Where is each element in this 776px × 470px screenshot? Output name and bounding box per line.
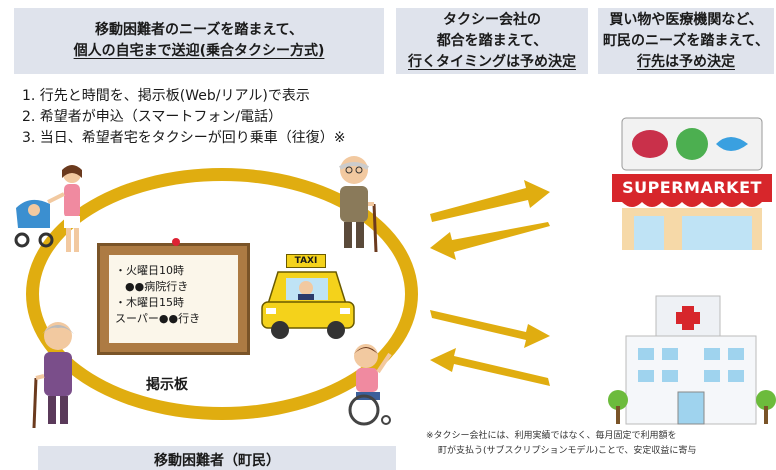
note-line: ※タクシー会社には、利用実績ではなく、毎月固定で利用額を — [426, 431, 677, 441]
mother-stroller-icon — [14, 165, 82, 252]
hospital-icon — [608, 295, 776, 425]
elderly-woman-cane-icon — [32, 322, 74, 429]
pin-icon — [172, 238, 180, 246]
header-right-line2: 町民のニーズを踏まえて、 — [603, 32, 769, 49]
step-item: 1. 行先と時間を、掲示板(Web/リアル)で表示 — [22, 88, 310, 104]
header-left-line1: 移動困難者のニーズを踏まえて、 — [95, 22, 303, 38]
wheelchair-user-icon — [348, 344, 392, 426]
steps-list: 1. 行先と時間を、掲示板(Web/リアル)で表示 2. 希望者が申込（スマート… — [22, 86, 346, 149]
arrow-upper-to-store-icon — [430, 180, 550, 222]
taxi-sign: TAXI — [286, 254, 326, 268]
note-line: 町が支払う(サブスクリプションモデル)ことで、安定収益に寄与 — [438, 446, 697, 456]
arrow-lower-return-icon — [430, 348, 550, 386]
arrow-lower-to-hospital-icon — [430, 310, 550, 348]
header-right-line1: 買い物や医療機関など、 — [609, 11, 763, 28]
footer-label: 移動困難者（町民） — [38, 446, 396, 470]
step-item: 3. 当日、希望者宅をタクシーが回り乗車（往復）※ — [22, 130, 346, 146]
header-mid-line3: 行くタイミングは予め決定 — [408, 53, 576, 70]
header-timing: タクシー会社の 都合を踏まえて、 行くタイミングは予め決定 — [396, 8, 588, 74]
header-left-line2: 個人の自宅まで送迎(乗合タクシー方式) — [73, 43, 325, 59]
taxi-icon — [261, 271, 355, 339]
header-mid-line1: タクシー会社の — [443, 11, 541, 28]
board-line: ・木曜日15時 — [115, 296, 184, 309]
header-right-line3: 行先は予め決定 — [637, 53, 735, 70]
step-item: 2. 希望者が申込（スマートフォン/電話） — [22, 109, 283, 125]
supermarket-sign: SUPERMARKET — [612, 174, 772, 202]
board-line: ●●病院行き — [125, 280, 189, 293]
header-mid-line2: 都合を踏まえて、 — [436, 32, 548, 49]
header-destination: 買い物や医療機関など、 町民のニーズを踏まえて、 行先は予め決定 — [598, 8, 774, 74]
arrow-upper-return-icon — [430, 222, 550, 260]
header-door-to-door: 移動困難者のニーズを踏まえて、 個人の自宅まで送迎(乗合タクシー方式) — [14, 8, 384, 74]
board-label: 掲示板 — [146, 377, 188, 393]
elderly-man-cane-icon — [339, 156, 378, 253]
bulletin-board: ・火曜日10時 ●●病院行き ・木曜日15時 スーパー●●行き — [97, 238, 250, 355]
subscription-note: ※タクシー会社には、利用実績ではなく、毎月固定で利用額を 町が支払う(サブスクリ… — [426, 429, 756, 459]
board-line: スーパー●●行き — [115, 312, 201, 325]
board-line: ・火曜日10時 — [115, 264, 184, 277]
